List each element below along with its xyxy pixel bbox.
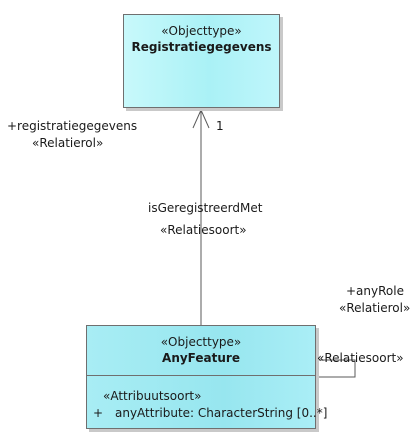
- class-registratiegegevens[interactable]: «Objecttype» Registratiegegevens: [123, 14, 280, 108]
- class-stereotype: «Objecttype»: [161, 24, 242, 38]
- navigability-arrowhead: [192, 108, 210, 129]
- self-association-role-name: +anyRole: [346, 284, 404, 298]
- class-name: Registratiegegevens: [131, 40, 272, 54]
- class-anyfeature[interactable]: «Objecttype» AnyFeature «Attribuutsoort»…: [86, 325, 327, 429]
- attribute-stereotype: «Attribuutsoort»: [103, 389, 202, 403]
- attribute-row[interactable]: + anyAttribute: CharacterString [0..*]: [93, 406, 327, 420]
- association-role-name: +registratiegegevens: [7, 119, 138, 133]
- class-name: AnyFeature: [162, 351, 240, 365]
- self-association-line: [316, 359, 356, 378]
- attribute-compartment-divider: [87, 375, 315, 376]
- attribute-visibility: +: [93, 406, 104, 420]
- self-association-stereotype: «Relatiesoort»: [317, 351, 404, 365]
- attribute-text: anyAttribute: CharacterString [0..*]: [115, 406, 328, 420]
- association-multiplicity: 1: [216, 119, 224, 133]
- self-association-role-stereotype: «Relatierol»: [339, 301, 411, 315]
- association-stereotype: «Relatiesoort»: [160, 223, 247, 237]
- association-name: isGeregistreerdMet: [148, 201, 263, 215]
- association-role-stereotype: «Relatierol»: [32, 136, 104, 150]
- class-stereotype: «Objecttype»: [160, 335, 242, 349]
